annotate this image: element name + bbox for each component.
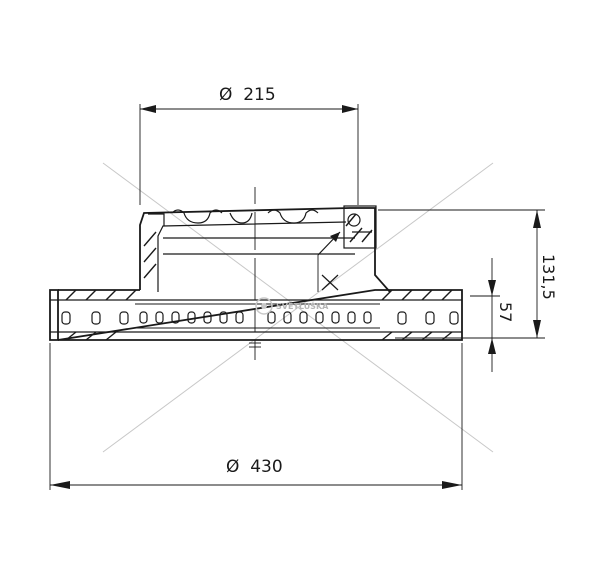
center-line [249,187,261,360]
dimension-top-diameter [139,104,359,205]
guide-lines [102,162,494,453]
friction-ring [49,289,463,341]
watermark-text: SVĚTLUŠKA [276,300,329,311]
dimension-bottom-diameter [49,343,463,490]
top-diameter-label: Ø 215 [219,85,276,105]
dimension-height [378,209,545,339]
dimension-hat-offset [470,258,500,372]
hat-section [139,205,391,293]
watermark-logo: SVĚTLUŠKA [255,297,329,315]
bottom-diameter-label: Ø 430 [226,457,283,477]
height-label: 131,5 [539,254,558,300]
hat-offset-label: 57 [496,302,515,322]
